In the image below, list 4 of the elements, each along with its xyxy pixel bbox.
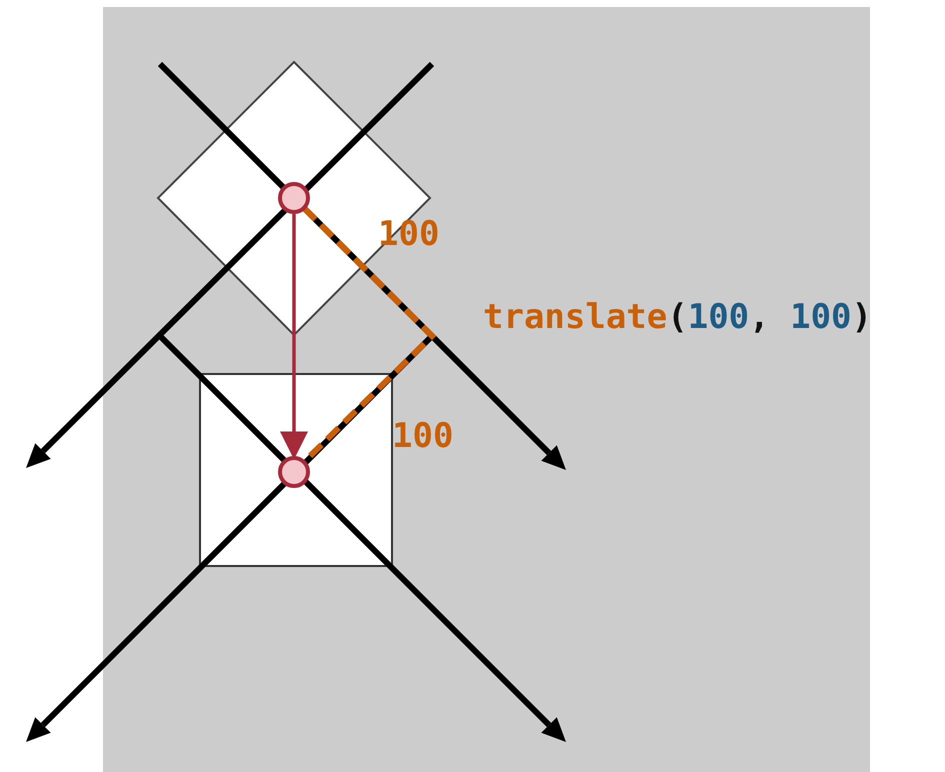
point-marker	[278, 456, 310, 488]
dimension-label: 100	[392, 416, 454, 456]
point-marker	[278, 182, 310, 214]
code-text: translate(100, 100)	[483, 297, 872, 337]
